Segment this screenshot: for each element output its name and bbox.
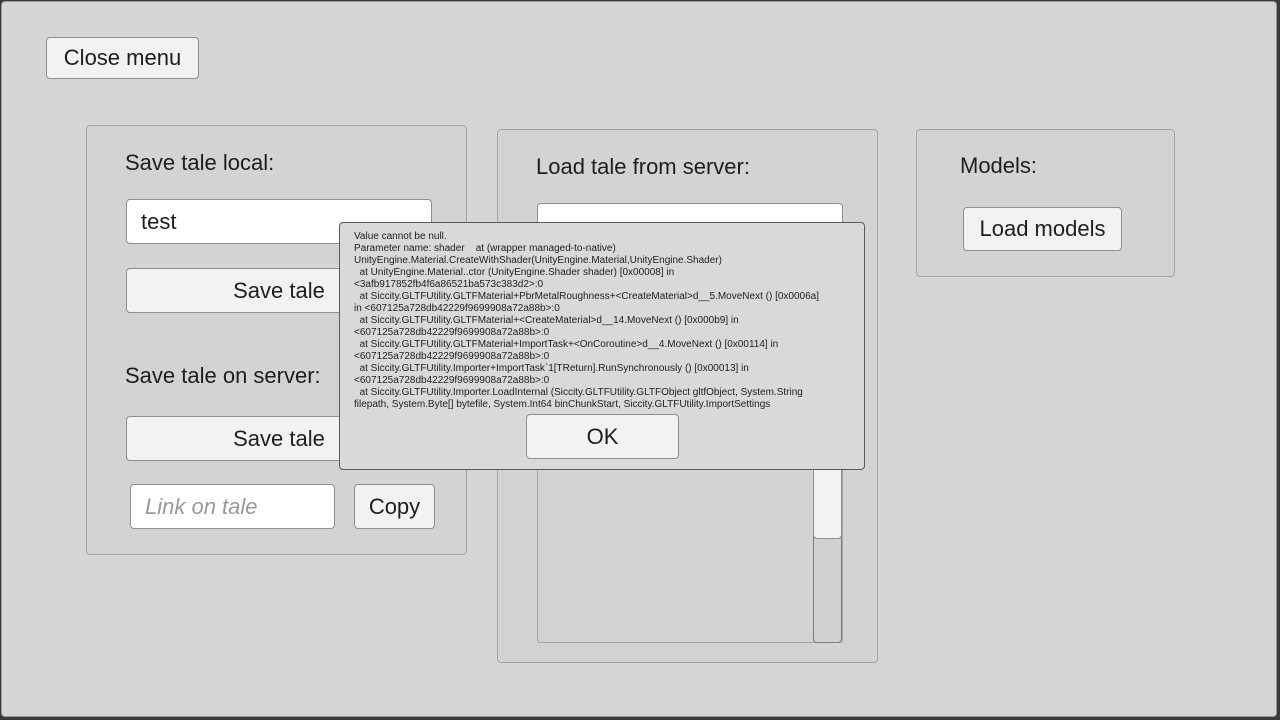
ok-button[interactable]: OK	[526, 414, 679, 459]
copy-link-button[interactable]: Copy	[354, 484, 435, 529]
save-server-title: Save tale on server:	[125, 363, 321, 388]
error-dialog: Value cannot be null. Parameter name: sh…	[339, 222, 865, 470]
models-title: Models:	[960, 153, 1038, 178]
tale-link-input[interactable]: Link on tale	[130, 484, 335, 529]
load-models-button[interactable]: Load models	[963, 207, 1122, 251]
error-message: Value cannot be null. Parameter name: sh…	[354, 231, 820, 410]
load-server-title: Load tale from server:	[536, 154, 750, 179]
close-menu-button[interactable]: Close menu	[46, 37, 199, 79]
save-local-title: Save tale local:	[125, 150, 275, 175]
models-panel: Models: Load models	[916, 129, 1175, 277]
